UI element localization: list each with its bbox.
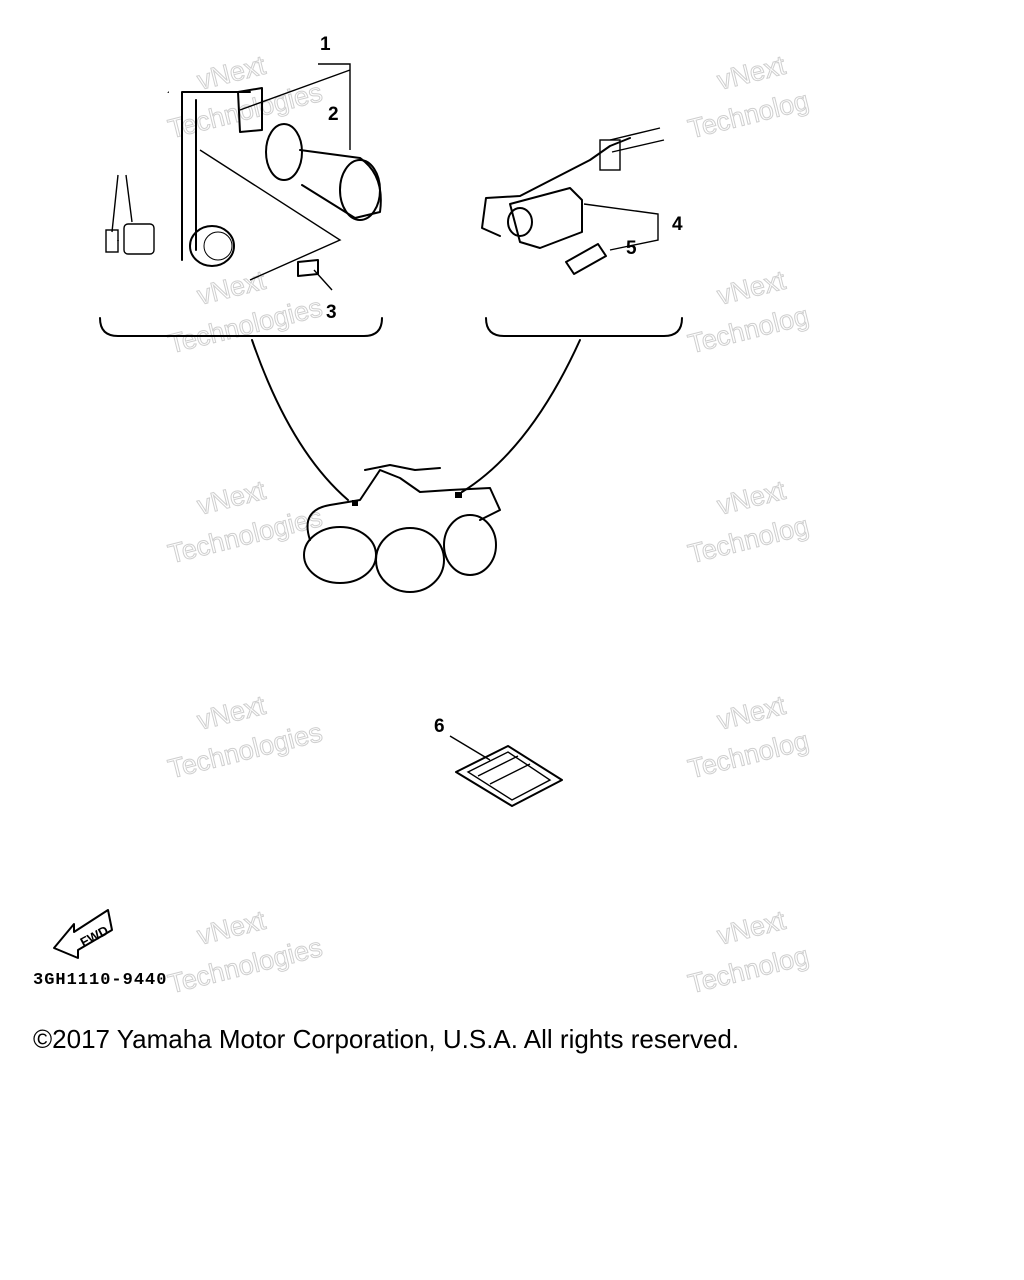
- watermark-line1: vNext: [714, 50, 789, 96]
- atv-outline: [303, 464, 501, 593]
- watermark-line2: Technologies: [165, 717, 325, 784]
- watermark-line2-cut: Technolog: [685, 85, 812, 144]
- fwd-arrow: FWD: [53, 909, 113, 959]
- callout-4: 4: [672, 214, 683, 235]
- pointer-right: [461, 339, 581, 493]
- copyright-text: ©2017 Yamaha Motor Corporation, U.S.A. A…: [33, 1024, 740, 1054]
- watermark-line2-cut: Technolog: [685, 725, 812, 784]
- watermark-line2-cut: Technolog: [685, 940, 812, 999]
- item-6: 6: [434, 716, 563, 807]
- callout-1: 1: [320, 34, 331, 55]
- pointer-left: [251, 339, 349, 501]
- hour-meter-assembly: 1 2 3: [99, 34, 383, 337]
- watermark-line1: vNext: [714, 905, 789, 951]
- parts-diagram: vNext Technologies vNext Technolog vNext…: [53, 34, 812, 1000]
- part-code: 3GH1110-9440: [33, 971, 168, 990]
- watermark-line1: vNext: [714, 265, 789, 311]
- watermark-line2: Technologies: [165, 502, 325, 569]
- callout-5: 5: [626, 238, 637, 259]
- callout-6: 6: [434, 716, 445, 737]
- callout-2: 2: [328, 104, 339, 125]
- watermark-line2-cut: Technolog: [685, 510, 812, 569]
- relay-assembly: 4 5: [481, 127, 683, 337]
- watermark-line1: vNext: [194, 905, 269, 951]
- watermark-line1: vNext: [194, 690, 269, 736]
- watermark-line1: vNext: [714, 475, 789, 521]
- watermark-line1: vNext: [194, 475, 269, 521]
- watermark-line2: Technologies: [165, 932, 325, 999]
- watermark-line1: vNext: [194, 265, 269, 311]
- watermark-line1: vNext: [714, 690, 789, 736]
- watermark-line2: Technologies: [165, 292, 325, 359]
- callout-3: 3: [326, 302, 337, 323]
- watermark-line2-cut: Technolog: [685, 300, 812, 359]
